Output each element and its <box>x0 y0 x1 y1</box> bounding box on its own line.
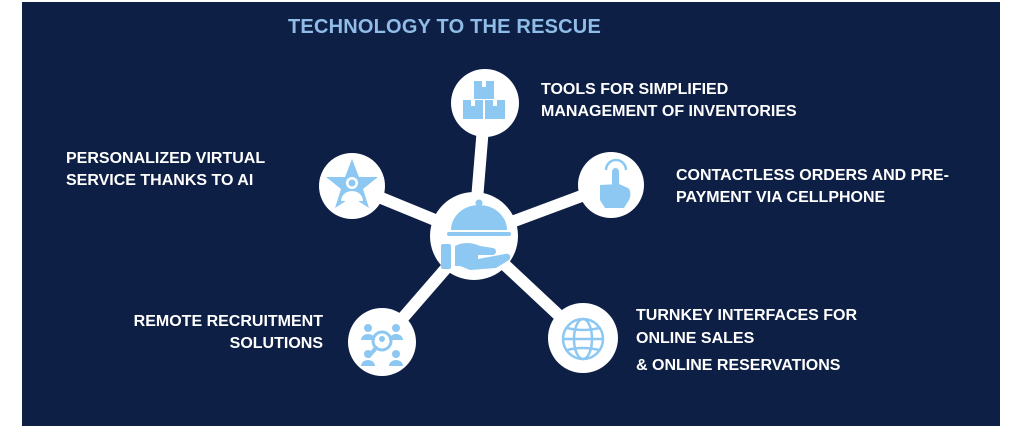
star-person-icon <box>326 159 378 208</box>
boxes-icon <box>463 81 505 119</box>
hand-tap-icon <box>600 158 631 208</box>
label-line: SERVICE THANKS TO AI <box>66 172 254 189</box>
label-line: REMOTE RECRUITMENT <box>133 313 323 330</box>
label-line: SOLUTIONS <box>229 335 323 352</box>
label-line: CONTACTLESS ORDERS AND PRE- <box>676 167 949 184</box>
label-inventory: TOOLS FOR SIMPLIFIED MANAGEMENT OF INVEN… <box>541 79 797 123</box>
people-search-icon <box>361 324 403 366</box>
label-line: PAYMENT VIA CELLPHONE <box>676 189 886 206</box>
node-recruitment <box>348 308 416 376</box>
label-line: TURNKEY INTERFACES FOR <box>636 307 858 324</box>
label-line: MANAGEMENT OF INVENTORIES <box>541 103 797 120</box>
label-line: PERSONALIZED VIRTUAL <box>66 150 266 167</box>
label-line: & ONLINE RESERVATIONS <box>636 357 841 374</box>
node-inventory <box>451 69 519 137</box>
diagram-title: TECHNOLOGY TO THE RESCUE <box>288 16 601 38</box>
serving-cloche-hand-icon <box>441 199 511 270</box>
center-node <box>430 192 518 280</box>
node-ai <box>319 153 385 219</box>
label-line: ONLINE SALES <box>636 330 755 347</box>
label-contactless: CONTACTLESS ORDERS AND PRE- PAYMENT VIA … <box>676 165 949 209</box>
label-recruitment: REMOTE RECRUITMENT SOLUTIONS <box>96 311 323 355</box>
label-line: TOOLS FOR SIMPLIFIED <box>541 81 729 98</box>
node-contactless <box>578 152 644 218</box>
node-online <box>548 303 618 373</box>
label-ai: PERSONALIZED VIRTUAL SERVICE THANKS TO A… <box>66 148 265 192</box>
label-online: TURNKEY INTERFACES FOR ONLINE SALES & ON… <box>636 304 857 377</box>
globe-icon <box>561 317 605 361</box>
